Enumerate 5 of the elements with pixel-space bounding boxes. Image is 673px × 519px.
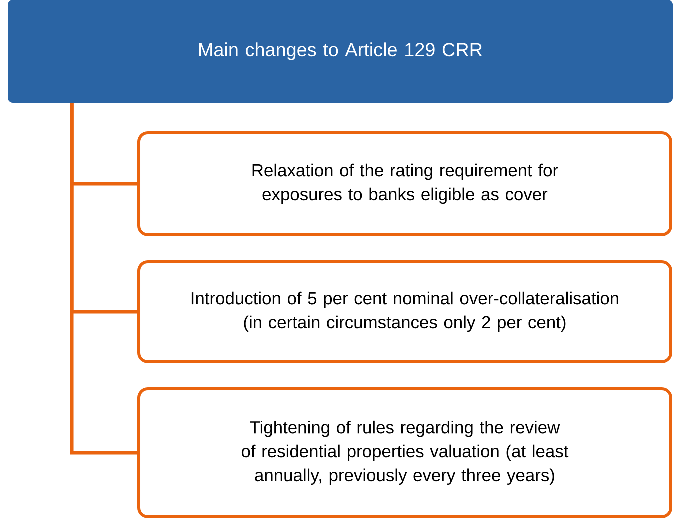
title-banner: Main changes to Article 129 CRR: [8, 0, 673, 103]
connector-line: [70, 103, 138, 455]
text-box: Tightening of rules regarding the review of residential properties valuation (at least annually, previously every three years): [138, 388, 672, 518]
text-box: Relaxation of the rating requirement for exposures to banks eligible as cover: [138, 132, 672, 236]
text-box: Introduction of 5 per cent nominal over-collateralisation (in certain circumstances only 2 per cent): [138, 260, 672, 364]
